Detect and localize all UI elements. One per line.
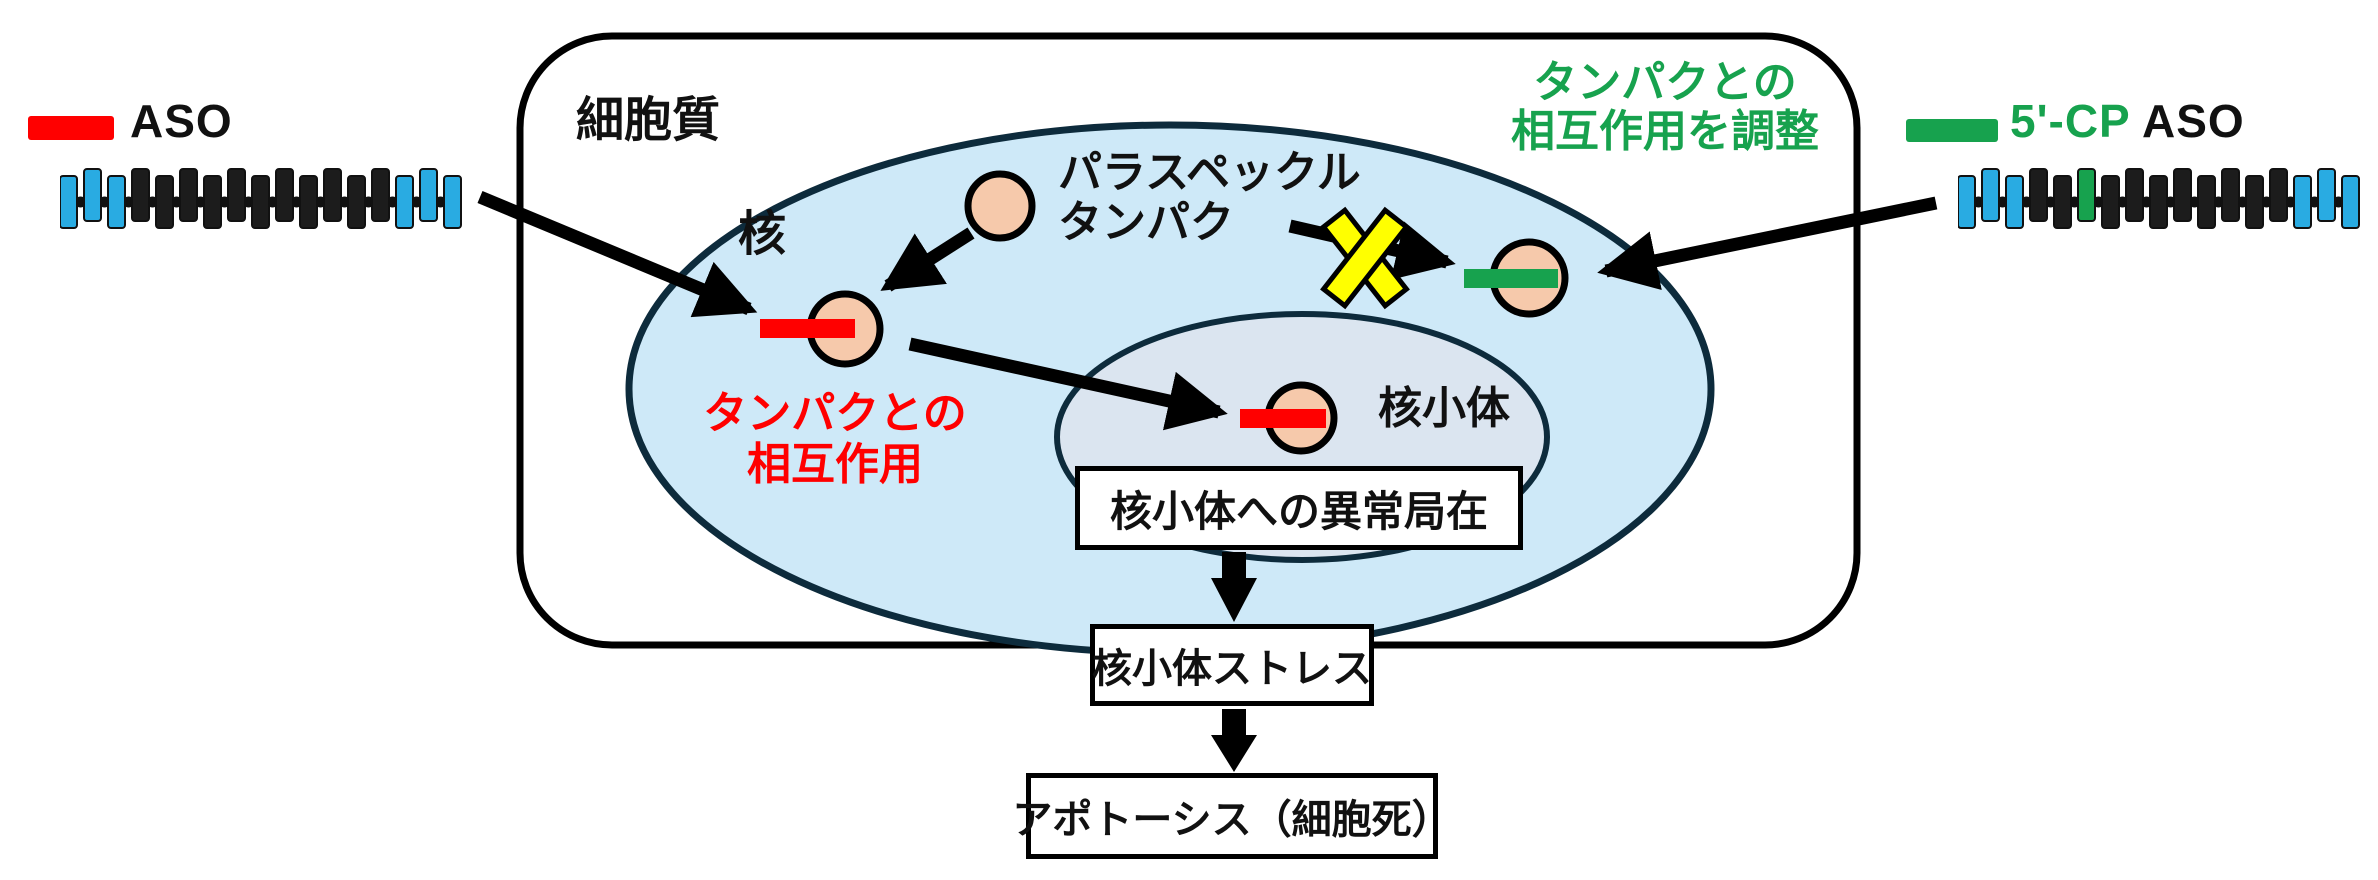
oligo-base-black (2269, 168, 2288, 222)
nucleolar-stress-box: 核小体ストレス (1090, 624, 1374, 706)
oligo-base-black (371, 168, 390, 222)
oligo-base-black (2197, 175, 2216, 229)
oligo-base-black (275, 168, 294, 222)
oligo-base-blue (2317, 168, 2336, 222)
oligo-base-black (179, 168, 198, 222)
paraspeckle-label-line1: パラスペックル (1058, 148, 1361, 197)
oligo-base-black (131, 168, 150, 222)
paraspeckle-protein-label: パラスペックル タンパク (1058, 148, 1361, 248)
oligo-base-black (203, 175, 222, 229)
protein-interaction-note: タンパクとの 相互作用 (650, 388, 1020, 490)
oligo-base-black (2101, 175, 2120, 229)
oligo-base-blue (1958, 175, 1976, 229)
oligo-base-black (251, 175, 270, 229)
oligo-base-black (2149, 175, 2168, 229)
cp-aso-legend-label: 5'-CP ASO (2010, 94, 2245, 148)
aso-red-bar-nucleolus (1240, 409, 1326, 428)
oligo-base-black (323, 168, 342, 222)
oligo-base-blue (2293, 175, 2312, 229)
oligo-base-black (2173, 168, 2192, 222)
thick-arrow-to-apoptosis (1211, 709, 1257, 772)
oligo-base-blue (419, 168, 438, 222)
aso-red-bar (760, 319, 855, 338)
aso-legend-label: ASO (130, 95, 233, 147)
red-note-line2: 相互作用 (747, 440, 923, 489)
red-note-line1: タンパクとの (703, 389, 967, 438)
paraspeckle-protein-circle (964, 170, 1036, 242)
green-note-line1: タンパクとの (1533, 58, 1797, 107)
oligo-base-black (227, 168, 246, 222)
oligo-base-black (2245, 175, 2264, 229)
oligo-base-blue (2341, 175, 2360, 229)
oligo-base-black (155, 175, 174, 229)
apoptosis-box: アポトーシス（細胞死） (1012, 773, 1452, 859)
arrow-aso-entry (477, 190, 758, 318)
aso-oligo-graphic (60, 168, 462, 229)
oligo-base-blue (107, 175, 126, 229)
cp-aso-label-base: ASO (2129, 95, 2245, 147)
paraspeckle-label-line2: タンパク (1058, 198, 1234, 247)
oligo-base-black (299, 175, 318, 229)
nucleus-label: 核 (738, 208, 787, 261)
oligo-base-blue (1981, 168, 2000, 222)
oligo-base-blue (443, 175, 462, 229)
green-note-line2: 相互作用を調整 (1511, 107, 1819, 156)
oligo-base-blue (83, 168, 102, 222)
oligo-base-black (2053, 175, 2072, 229)
block-x-icon (1320, 206, 1410, 310)
arrow-to-nucleolus (908, 337, 1228, 431)
cp-aso-legend-swatch (1906, 119, 1998, 142)
interaction-modulation-note: タンパクとの 相互作用を調整 (1445, 58, 1885, 156)
thick-arrow-to-stress (1211, 552, 1257, 622)
cp-aso-oligo-graphic (1958, 168, 2360, 229)
cp-aso-green-bar (1464, 269, 1558, 288)
arrow-cp-aso-entry (1597, 196, 1938, 291)
aso-legend-swatch (28, 116, 114, 140)
arrow-paraspeckle-to-aso (880, 227, 975, 292)
cp-aso-label-modified: 5'-CP (2010, 95, 2130, 147)
oligo-base-black (2221, 168, 2240, 222)
nucleolus-label: 核小体 (1378, 384, 1510, 433)
oligo-base-blue (2005, 175, 2024, 229)
oligo-base-blue (60, 175, 78, 229)
oligo-base-black (347, 175, 366, 229)
oligo-base-black (2029, 168, 2048, 222)
oligo-base-blue (395, 175, 414, 229)
oligo-base-black (2125, 168, 2144, 222)
mislocalization-box: 核小体への異常局在 (1075, 466, 1523, 550)
cytoplasm-label: 細胞質 (576, 94, 721, 147)
oligo-base-green (2077, 168, 2096, 222)
